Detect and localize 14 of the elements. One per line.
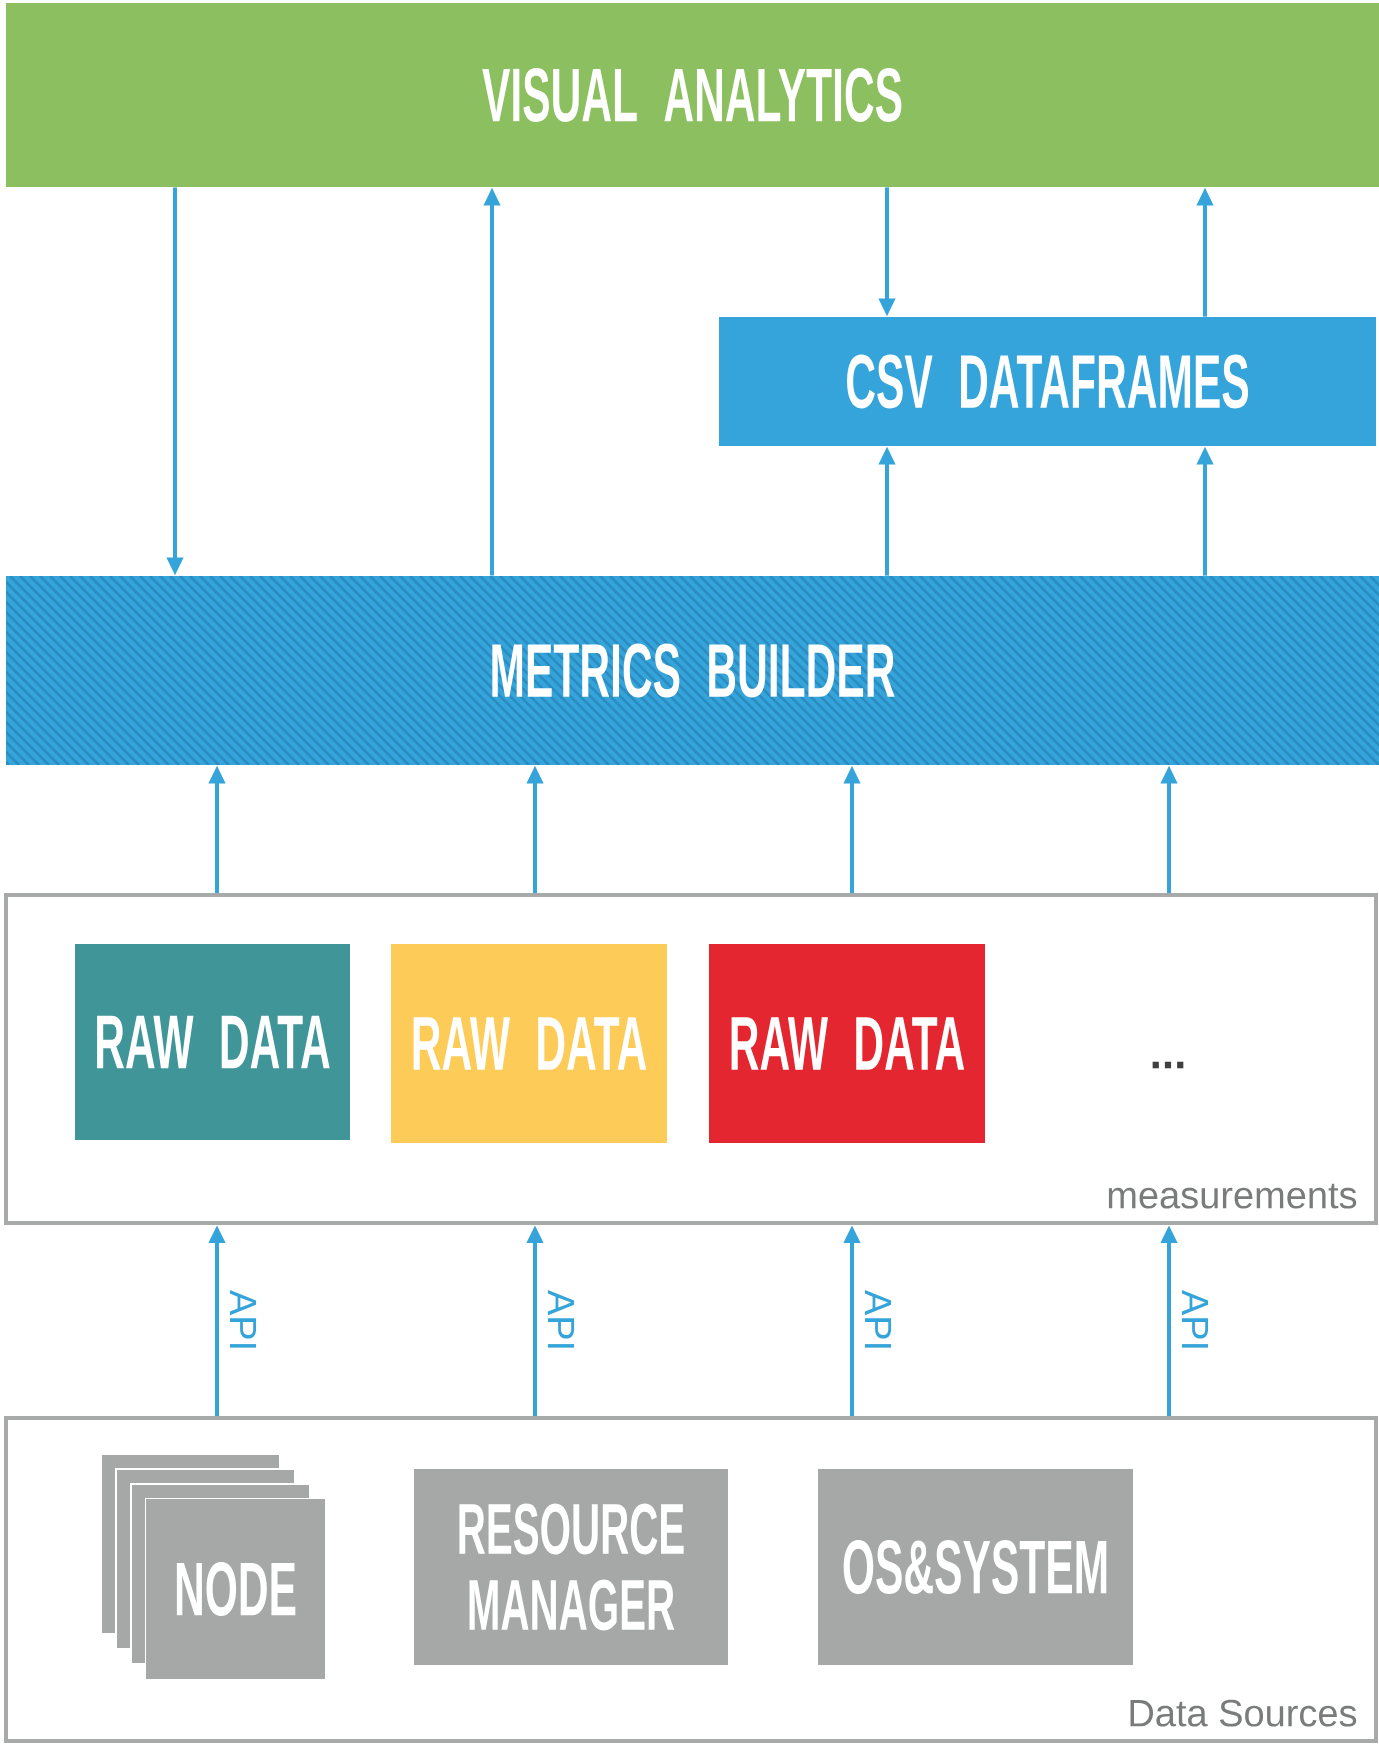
- data-box: RAW DATA: [391, 944, 667, 1143]
- data-box: RAW DATA: [709, 944, 985, 1143]
- process-box: RESOURCE MANAGER: [414, 1469, 728, 1665]
- edge-label: API: [545, 1287, 577, 1354]
- stacked-boxes: NODE: [100, 1453, 326, 1680]
- edge-label: API: [862, 1287, 894, 1354]
- process-box: OS&SYSTEM: [818, 1469, 1133, 1665]
- process-box: CSV DATAFRAMES: [719, 317, 1376, 446]
- hatched-band: METRICS BUILDER: [6, 576, 1379, 765]
- banner-box: VISUAL ANALYTICS: [6, 3, 1379, 187]
- data-box: RAW DATA: [75, 944, 350, 1140]
- edge-label: API: [1179, 1287, 1211, 1354]
- edge-label: API: [227, 1287, 259, 1354]
- ellipsis-text: ...: [1152, 1061, 1184, 1069]
